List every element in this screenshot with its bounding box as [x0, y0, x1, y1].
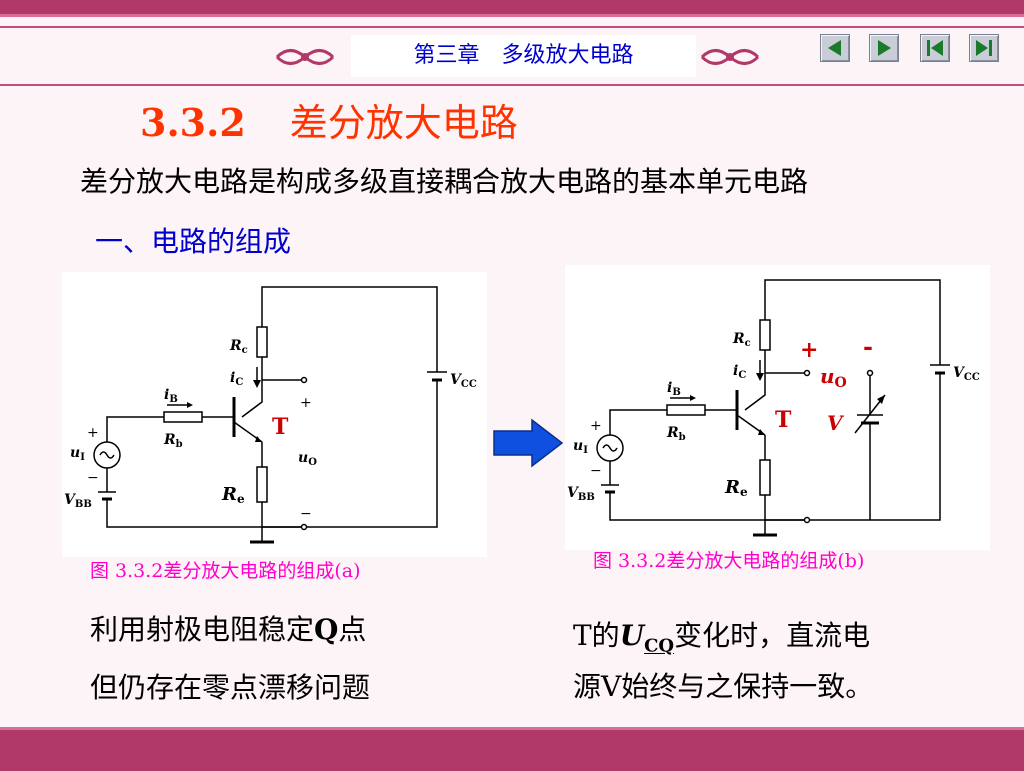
label-uo: uO: [298, 450, 317, 468]
last-page-icon: [976, 40, 992, 56]
label-t: T: [272, 414, 289, 440]
figure-a: Rc iC iB Rb Re uI uO VBB VCC T + − + −: [62, 272, 487, 557]
label-ib-b: iB: [667, 380, 681, 398]
first-page-button[interactable]: [920, 34, 950, 62]
label-vcc-b: VCC: [953, 365, 980, 383]
label-vbb-b: VBB: [567, 485, 595, 503]
plus-ui: +: [87, 425, 99, 441]
circuit-a-diagram: Rc iC iB Rb Re uI uO VBB VCC T + − + −: [64, 286, 477, 544]
section-number: 3.3.2: [140, 100, 246, 145]
label-rc: Rc: [229, 338, 248, 356]
prev-arrow-icon: [828, 40, 841, 56]
note-right-line-2: 源V始终与之保持一致。: [573, 669, 874, 703]
chapter-title: 第三章 多级放大电路: [351, 35, 696, 77]
next-button[interactable]: [869, 34, 899, 62]
label-rb-b: Rb: [666, 425, 686, 443]
label-uo-b: uO: [820, 364, 847, 391]
label-rb: Rb: [163, 432, 183, 450]
minus-uo-b: -: [863, 332, 873, 361]
label-ib: iB: [164, 387, 178, 405]
label-ui: uI: [70, 445, 85, 463]
note-line-1: 利用射极电阻稳定Q点: [90, 613, 367, 646]
left-ornament-icon: [275, 49, 335, 65]
plus-ui-b: +: [590, 418, 602, 434]
section-title: 3.3.2 差分放大电路: [140, 92, 518, 147]
minus-ui: −: [87, 470, 99, 486]
subtitle: 差分放大电路是构成多级直接耦合放大电路的基本单元电路: [80, 165, 809, 198]
plus-uo-b: +: [800, 337, 818, 363]
right-ornament-icon: [700, 49, 760, 65]
plus-uo: +: [300, 395, 312, 411]
label-v-b: V: [827, 411, 845, 435]
section-name: 差分放大电路: [289, 101, 518, 145]
header-rule: [0, 84, 1024, 86]
last-page-button[interactable]: [969, 34, 999, 62]
bottom-bar: [0, 727, 1024, 771]
minus-ui-b: −: [590, 463, 602, 479]
label-vcc: VCC: [450, 372, 477, 390]
note-right: T的UCQ变化时，直流电 源V始终与之保持一致。: [573, 616, 993, 707]
label-re: Re: [221, 484, 245, 506]
top-rule: [0, 26, 1024, 28]
right-arrow-icon: [493, 418, 564, 468]
label-rc-b: Rc: [732, 331, 751, 349]
label-ic: iC: [230, 370, 243, 388]
note-right-line-1: T的UCQ变化时，直流电: [573, 619, 871, 657]
top-bar: [0, 0, 1024, 17]
first-page-icon: [927, 40, 943, 56]
caption-a: 图 3.3.2差分放大电路的组成(a): [90, 560, 361, 582]
label-t-b: T: [775, 407, 792, 433]
caption-b: 图 3.3.2差分放大电路的组成(b): [593, 550, 865, 572]
prev-button[interactable]: [820, 34, 850, 62]
note-line-2: 但仍存在零点漂移问题: [90, 671, 371, 704]
label-re-b: Re: [724, 477, 748, 499]
label-vbb: VBB: [64, 492, 92, 510]
heading: 一、电路的组成: [95, 225, 292, 258]
label-ui-b: uI: [573, 438, 588, 456]
next-arrow-icon: [878, 40, 891, 56]
circuit-b-diagram: Rc iC iB Rb Re uI VBB VCC uO V T + - + −: [567, 279, 980, 537]
label-ic-b: iC: [733, 363, 746, 381]
figure-b: Rc iC iB Rb Re uI VBB VCC uO V T + - + −: [565, 265, 990, 550]
minus-uo: −: [300, 506, 312, 522]
